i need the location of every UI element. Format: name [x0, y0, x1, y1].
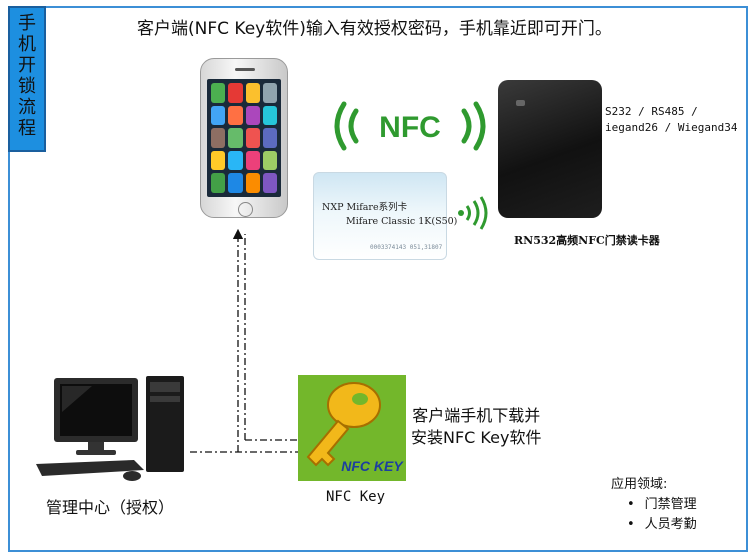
nfc-wave-right-inner [461, 108, 472, 144]
nfc-key-label: NFC Key [326, 489, 386, 505]
nfc-key-app-icon: NFC KEY [298, 375, 406, 481]
bullet-icon: • [627, 517, 635, 532]
download-instructions: 客户端手机下载并 安装NFC Key软件 [411, 405, 541, 449]
download-line: 客户端手机下载并 [412, 406, 541, 425]
domain-item: • 门禁管理 [611, 495, 697, 515]
domain-item-label: 人员考勤 [644, 517, 697, 532]
side-title-char: 开 [18, 55, 36, 76]
nfc-wave-left-outer [334, 101, 347, 151]
card-reader-image [498, 80, 602, 218]
computer-image [36, 376, 184, 481]
mifare-card: NXP Mifare系列卡 Mifare Classic 1K(S50) 000… [313, 172, 457, 260]
headline: 客户端(NFC Key软件)输入有效授权密码，手机靠近即可开门。 [137, 19, 612, 39]
side-title-char: 锁 [18, 76, 36, 97]
phone-home-button [238, 202, 253, 217]
nfc-wave-left-inner [348, 108, 359, 144]
key-icon: NFC KEY [306, 382, 404, 474]
diagram-frame [8, 6, 748, 552]
phone-speaker [235, 68, 255, 71]
nfc-wave-right-outer [473, 101, 486, 151]
application-domains: 应用领域: • 门禁管理 • 人员考勤 [611, 475, 697, 535]
nfc-signal-icon [458, 196, 488, 230]
phone-screen [207, 79, 281, 197]
side-title: 手 机 开 锁 流 程 [8, 6, 46, 152]
management-center-label: 管理中心（授权） [46, 498, 175, 517]
key-logo-text: NFC KEY [341, 458, 404, 474]
side-title-char: 流 [18, 97, 36, 118]
card-serial: 0003374143 051,31807 [370, 244, 443, 251]
side-title-char: 手 [18, 13, 36, 34]
reader-led [516, 100, 525, 106]
side-title-char: 机 [18, 34, 36, 55]
side-title-char: 程 [18, 118, 36, 139]
reader-spec-line: iegand26 / Wiegand34 [605, 121, 738, 134]
domain-item: • 人员考勤 [611, 515, 697, 535]
nfc-logo-text: NFC [379, 111, 441, 144]
reader-specs: S232 / RS485 / iegand26 / Wiegand34 [605, 104, 737, 136]
reader-name: RN532高频NFC门禁读卡器 [514, 234, 660, 247]
domain-item-label: 门禁管理 [644, 497, 697, 512]
download-line: 安装NFC Key软件 [411, 428, 542, 447]
bullet-icon: • [627, 497, 635, 512]
nfc-logo: NFC [334, 101, 486, 151]
reader-spec-line: S232 / RS485 / [605, 105, 698, 118]
domains-title: 应用领域: [611, 477, 668, 492]
smartphone-image [200, 58, 288, 218]
card-line-2: Mifare Classic 1K(S50) [346, 216, 458, 227]
card-line-1: NXP Mifare系列卡 [322, 202, 408, 213]
